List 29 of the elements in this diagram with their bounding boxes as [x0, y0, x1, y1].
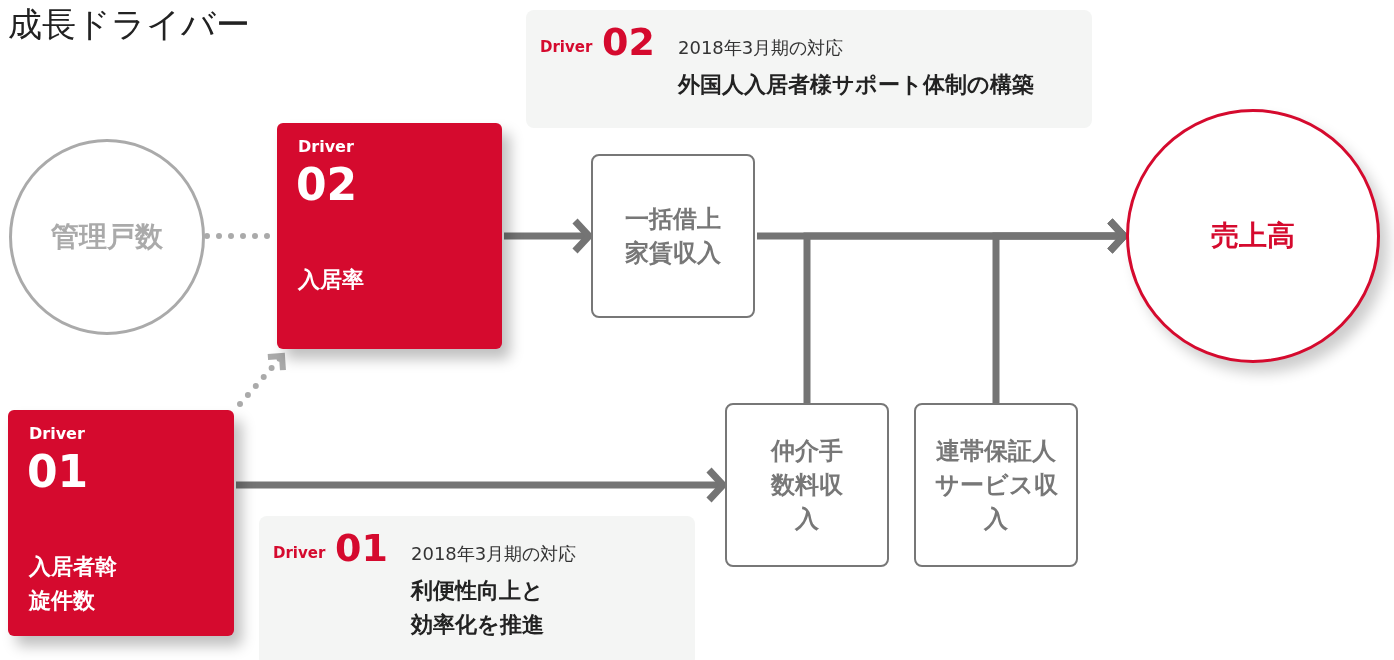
driver-label: Driver: [540, 38, 593, 56]
driver-number: 02: [296, 159, 358, 210]
node-label: 仲介手数料収入: [769, 436, 844, 535]
process-box: [914, 403, 1078, 567]
arrow: [504, 217, 593, 255]
driver-number: 02: [602, 20, 655, 64]
arrow: [992, 217, 1128, 403]
driver-label: Driver: [273, 544, 326, 562]
date-text: 2018年3月期の対応: [411, 542, 577, 566]
process-box: [591, 154, 755, 318]
driver-box: [277, 123, 502, 349]
measure-text: 利便性向上と効率化を推進: [411, 577, 545, 639]
date-text: 2018年3月期の対応: [678, 36, 844, 60]
arrow: [237, 353, 286, 407]
node-label: 入居率: [298, 266, 365, 294]
node-label: 管理戸数: [51, 219, 163, 255]
driver-number: 01: [335, 526, 388, 570]
driver-label: Driver: [298, 137, 354, 156]
process-box: [725, 403, 889, 567]
arrow: [236, 466, 727, 504]
node-label: 売上高: [1211, 218, 1295, 254]
measure-text: 外国人入居者様サポート体制の構築: [678, 71, 1035, 99]
node-label: 一括借上家賃収入: [624, 204, 722, 269]
node-label: 連帯保証人サービス収入: [934, 436, 1058, 535]
title: 成長ドライバー: [8, 3, 250, 46]
driver-number: 01: [27, 446, 89, 497]
driver-label: Driver: [29, 424, 85, 443]
node-label: 入居者斡旋件数: [29, 553, 118, 615]
driver-box: [8, 410, 234, 636]
